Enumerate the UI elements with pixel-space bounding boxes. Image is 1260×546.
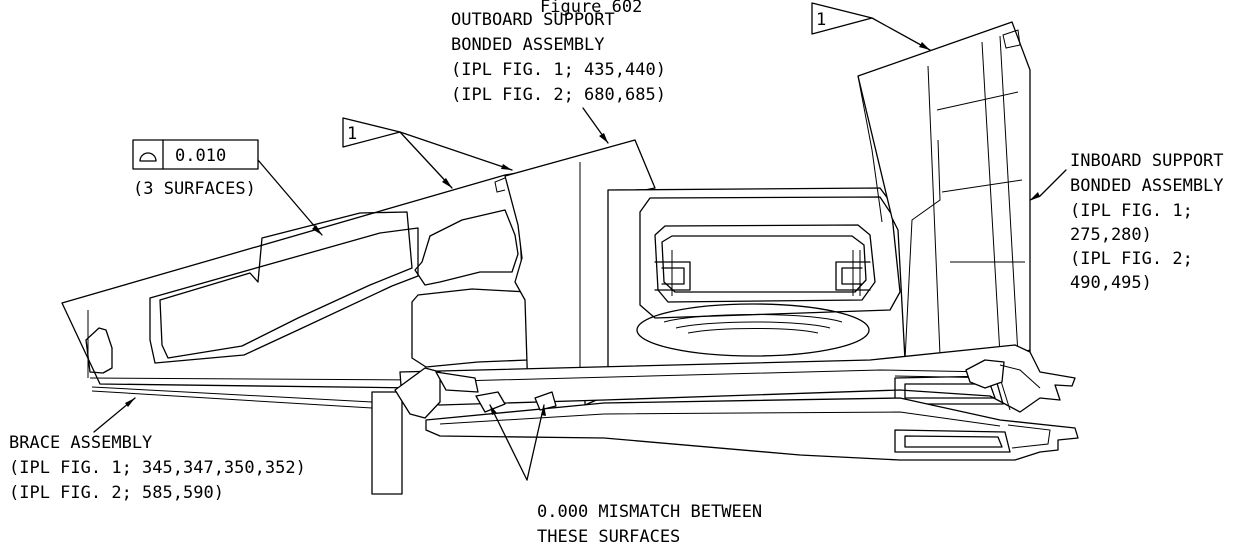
callout-line: OUTBOARD SUPPORT	[451, 10, 615, 30]
inboard-support-callout: INBOARD SUPPORT BONDED ASSEMBLY (IPL FIG…	[1070, 151, 1224, 293]
brace-assembly-callout: BRACE ASSEMBLY (IPL FIG. 1; 345,347,350,…	[9, 433, 306, 503]
outboard-flag-leader-a	[399, 131, 453, 189]
inboard-flag-leader	[871, 17, 931, 51]
callout-line: THESE SURFACES	[537, 527, 680, 546]
profile-of-surface-icon	[139, 152, 157, 162]
callout-line: (IPL FIG. 1;	[1070, 201, 1193, 221]
callout-line: (IPL FIG. 2; 680,685)	[451, 85, 666, 105]
flatness-control-frame: 0.010 (3 SURFACES)	[132, 139, 259, 199]
lower-brace-arms-part	[394, 344, 1079, 461]
figure-title: Figure 602	[540, 0, 642, 17]
callout-line: (IPL FIG. 1; 345,347,350,352)	[9, 458, 306, 478]
mismatch-callout: 0.000 MISMATCH BETWEEN THESE SURFACES	[537, 502, 762, 546]
outboard-flag-leader-b	[399, 131, 513, 171]
callout-line: INBOARD SUPPORT	[1070, 151, 1224, 171]
callout-line: (IPL FIG. 1; 435,440)	[451, 60, 666, 80]
flag-note-outboard: 1	[342, 117, 401, 148]
callout-line: BONDED ASSEMBLY	[451, 35, 605, 55]
callout-line: 490,495)	[1070, 273, 1152, 293]
mismatch-leader-b	[526, 404, 545, 481]
inboard-support-part	[857, 21, 1031, 361]
flatness-leader	[257, 159, 323, 236]
flag-triangle-icon	[811, 2, 873, 35]
brace-assembly-part	[61, 161, 586, 495]
flag-note-inboard: 1	[811, 2, 873, 35]
leader-lines	[93, 17, 1067, 481]
flag-triangle-icon	[342, 117, 401, 148]
callout-line: BRACE ASSEMBLY	[9, 433, 152, 453]
outboard-support-callout: OUTBOARD SUPPORT BONDED ASSEMBLY (IPL FI…	[451, 10, 666, 105]
callout-line: BONDED ASSEMBLY	[1070, 176, 1224, 196]
flatness-note: (3 SURFACES)	[133, 179, 256, 199]
callout-line: (IPL FIG. 2; 585,590)	[9, 483, 224, 503]
callout-line: 275,280)	[1070, 225, 1152, 245]
flag-number: 1	[347, 124, 357, 144]
flatness-tolerance-value: 0.010	[175, 146, 226, 166]
callout-line: (IPL FIG. 2;	[1070, 249, 1193, 269]
callout-line: 0.000 MISMATCH BETWEEN	[537, 502, 762, 522]
flag-number: 1	[816, 10, 826, 30]
mismatch-leader-a	[489, 404, 528, 481]
